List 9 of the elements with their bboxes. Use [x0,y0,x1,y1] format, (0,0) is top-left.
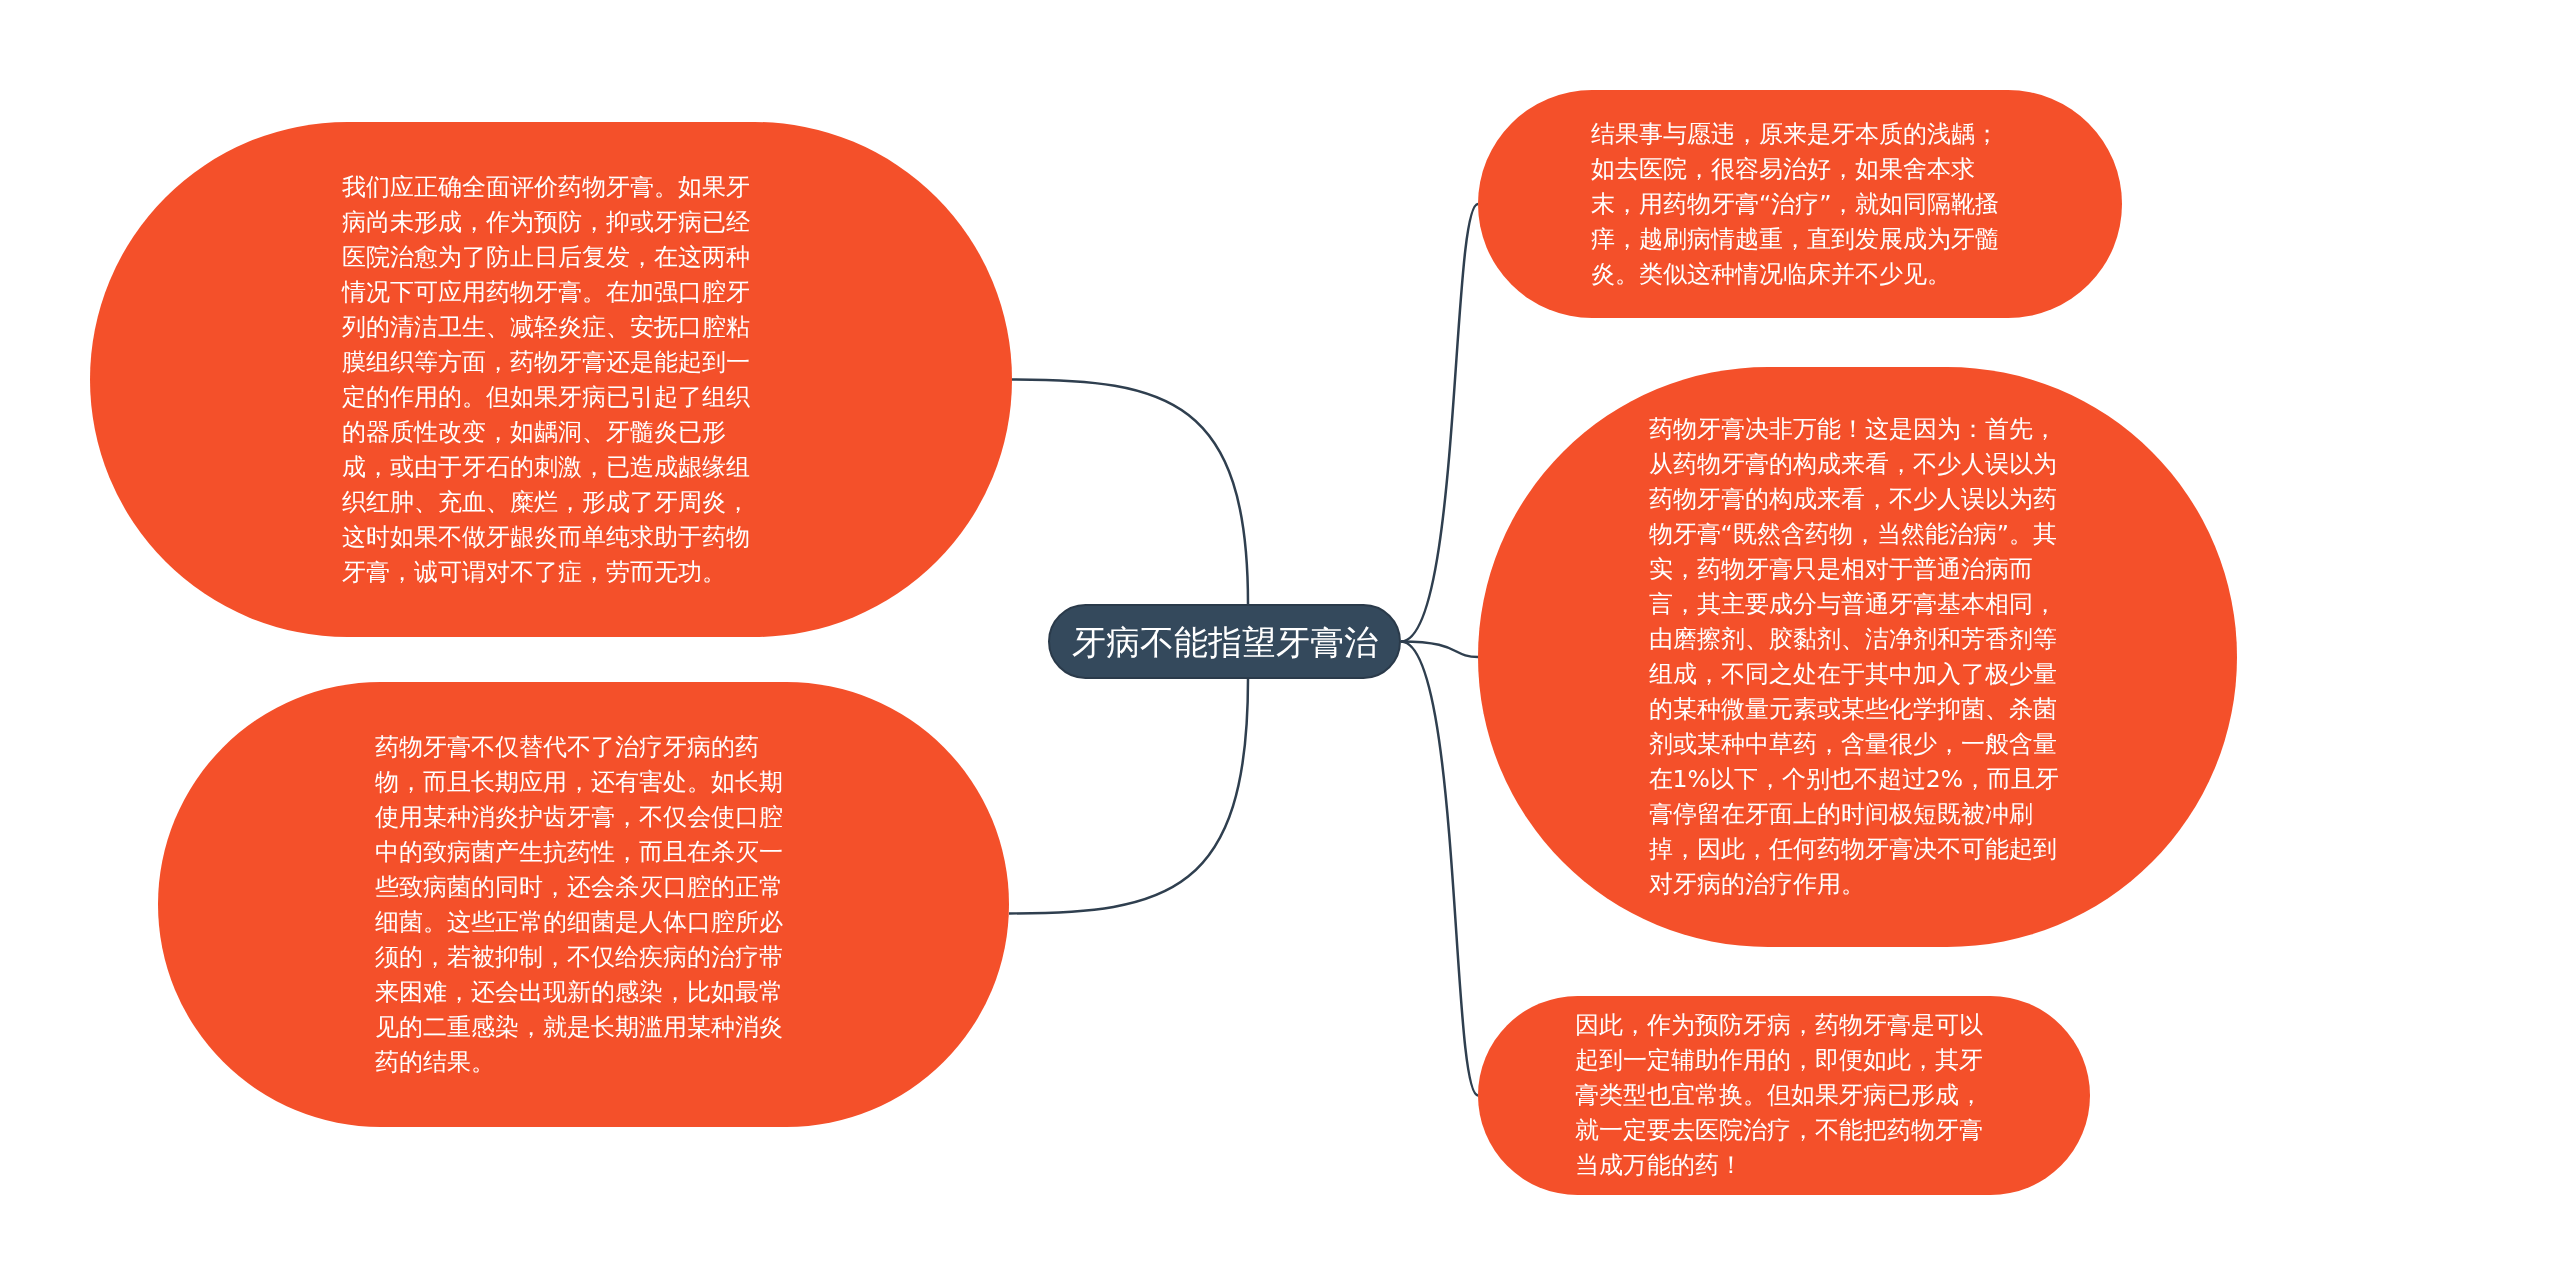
connector-line [1400,640,1479,659]
topic-text: 因此，作为预防牙病，药物牙膏是可以起到一定辅助作用的，即便如此，其牙膏类型也宜常换。但如果牙病已形成，就一定要去医院治疗，不能把药物牙膏当成万能的药！ [1575,1010,1984,1181]
connector-line [1009,678,1250,915]
topic-text: 药物牙膏不仅替代不了治疗牙病的药物，而且长期应用，还有害处。如长期使用某种消炎护齿牙膏，不仅会使口腔中的致病菌产生抗药性，而且在杀灭一些致病菌的同时，还会杀灭口腔的正常细菌。这些正常的细菌是人体口腔所必须的，若被抑制，不仅给疾病的治疗带来困难，还会出现新的感染，比如最常见的二重感染，就是长期滥用某种消炎药的结果。 [374,731,784,1078]
connector-line [1012,378,1250,605]
topic-text: 结果事与愿违，原来是牙本质的浅龋；如去医院，很容易治好，如果舍本求末，用药物牙膏“治疗”，就如同隔靴搔痒，越刷病情越重，直到发展成为牙髓炎。类似这种情况临床并不少见。 [1591,118,2001,290]
topic-text: 我们应正确全面评价药物牙膏。如果牙病尚未形成，作为预防，抑或牙病已经医院治愈为了防止日后复发，在这两种情况下可应用药物牙膏。在加强口腔牙列的清洁卫生、减轻炎症、安抚口腔粘膜组织等方面，药物牙膏还是能起到一定的作用的。但如果牙病已引起了组织的器质性改变，如龋洞、牙髓炎已形成，或由于牙石的刺激，已造成龈缘组织红肿、充血、糜烂，形成了牙周炎，这时如果不做牙龈炎而单纯求助于药物牙膏，诚可谓对不了症，劳而无功。 [342,171,751,588]
topic-title: 牙病不能指望牙膏治 [1071,620,1378,664]
topic-text: 药物牙膏决非万能！这是因为：首先，从药物牙膏的构成来看，不少人误以为药物牙膏的构成来看，不少人误以为药物牙膏“既然含药物，当然能治病”。其实，药物牙膏只是相对于普通治病而言，其主要成分与普通牙膏基本相同，由磨擦剂、胶黏剂、洁净剂和芳香剂等组成，不同之处在于其中加入了极少量的某种微量元素或某些化学抑菌、杀菌剂或某种中草药，含量很少，一般含量在1%以下，个别也不超过2%，而且牙膏停留在牙面上的时间极短既被冲刷掉，因此，任何药物牙膏决不可能起到对牙病的治疗作用。 [1648,414,2061,900]
